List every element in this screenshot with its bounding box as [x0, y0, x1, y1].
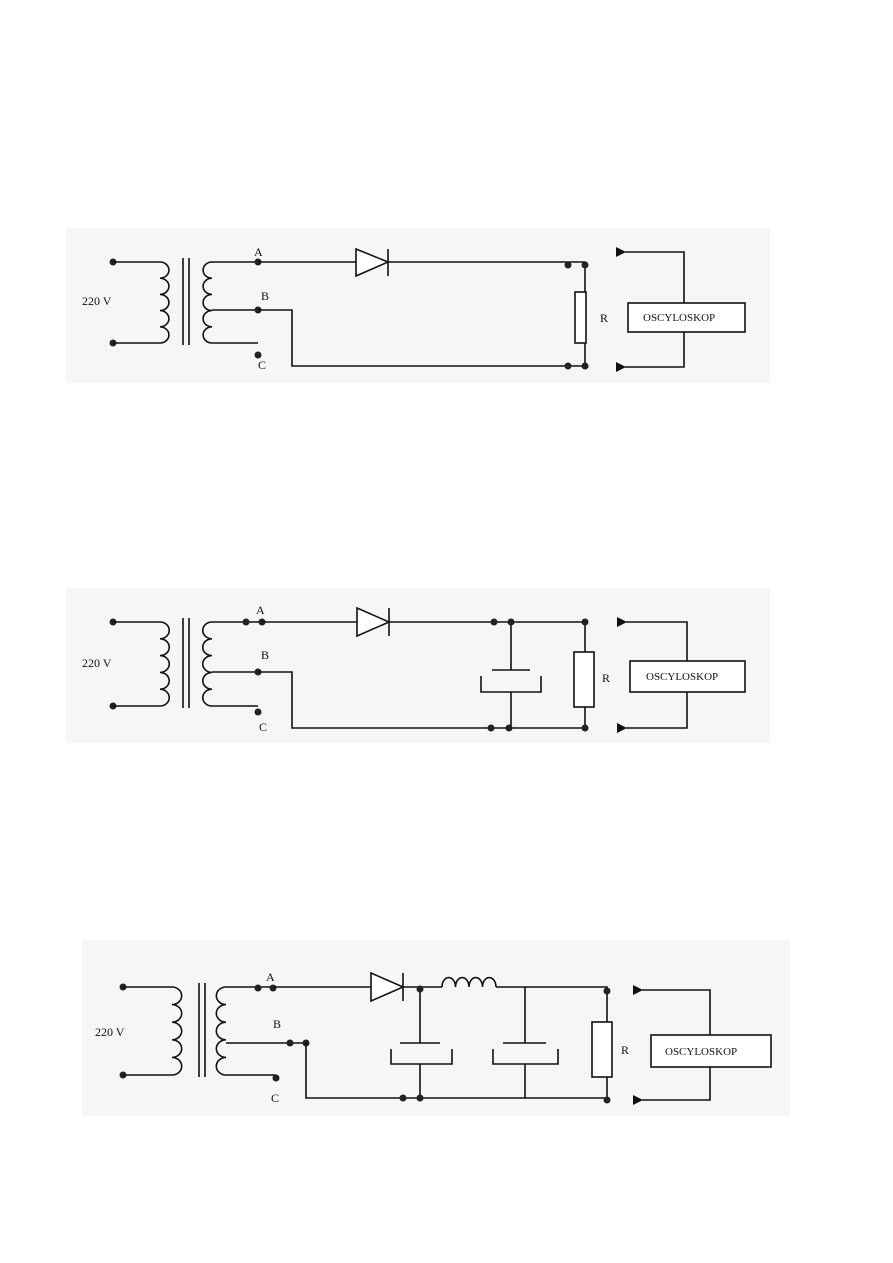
transformer — [119, 983, 306, 1079]
circuit-1: 220 V A B C R OSCYLOSKOP — [82, 245, 746, 372]
capacitor — [480, 622, 542, 728]
resistor-label: R — [621, 1043, 629, 1057]
oscilloscope-label: OSCYLOSKOP — [665, 1046, 737, 1058]
transformer-core — [182, 258, 190, 345]
transformer — [109, 258, 258, 347]
scope-probe-top — [617, 617, 688, 661]
tap-b-label: B — [261, 289, 269, 303]
transformer-core — [182, 618, 190, 708]
resistor — [574, 291, 587, 344]
primary-coil — [159, 261, 170, 344]
primary-coil — [159, 621, 171, 707]
scope-probe-bottom — [616, 332, 685, 372]
resistor-label: R — [602, 671, 610, 685]
oscilloscope-box — [650, 1034, 772, 1068]
circuit-3-panel — [82, 940, 790, 1116]
secondary-coil — [201, 621, 213, 707]
oscilloscope-box — [629, 660, 746, 693]
secondary-coil — [215, 986, 227, 1076]
voltage-label: 220 V — [82, 294, 112, 308]
scope-probe-bottom — [617, 692, 688, 733]
voltage-label: 220 V — [82, 656, 112, 670]
tap-c-label: C — [271, 1091, 279, 1105]
resistor — [591, 1021, 613, 1078]
tap-b-label: B — [261, 648, 269, 662]
capacitor-1 — [390, 987, 453, 1098]
diode — [355, 247, 391, 278]
tap-c-label: C — [258, 358, 266, 372]
circuit-3: 220 V A B C R OSCYLOSKOP — [95, 970, 772, 1105]
oscilloscope-label: OSCYLOSKOP — [643, 312, 715, 324]
resistor — [573, 651, 595, 708]
capacitor-2 — [492, 987, 559, 1098]
oscilloscope-label: OSCYLOSKOP — [646, 671, 718, 683]
scope-probe-top — [616, 247, 685, 303]
primary-coil — [171, 986, 183, 1076]
tap-c-label: C — [259, 720, 267, 734]
tap-a-label: A — [254, 245, 263, 259]
resistor-label: R — [600, 311, 608, 325]
diode — [356, 606, 391, 638]
oscilloscope-box — [627, 302, 746, 333]
circuit-2: 220 V A B C R OSCYLOSKOP — [82, 603, 746, 734]
diode — [370, 971, 405, 1003]
secondary-coil — [202, 261, 213, 344]
voltage-label: 220 V — [95, 1025, 125, 1039]
scope-probe-bottom — [633, 1067, 711, 1105]
transformer-core — [198, 983, 206, 1077]
tap-a-label: A — [256, 603, 265, 617]
tap-b-label: B — [273, 1017, 281, 1031]
scope-probe-top — [633, 985, 711, 1035]
inductor — [441, 976, 497, 988]
transformer — [109, 618, 262, 710]
tap-a-label: A — [266, 970, 275, 984]
tap-c-terminal — [254, 351, 262, 359]
